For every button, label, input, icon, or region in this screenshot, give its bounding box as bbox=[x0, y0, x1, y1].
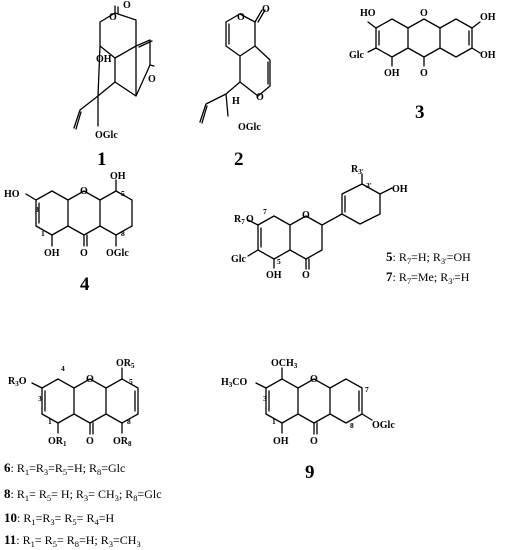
oglc-4: OGlc bbox=[106, 248, 129, 259]
hydroxyl-9: OH bbox=[273, 436, 289, 447]
hydroxyl-3b: OH bbox=[480, 12, 496, 23]
compound-1-structure: O O OH O OGlc 1 bbox=[73, 0, 156, 170]
och3-group-9: OCH3 bbox=[271, 358, 298, 370]
position-4-5: 5 bbox=[121, 189, 125, 198]
or8-group: OR8 bbox=[113, 436, 132, 448]
carbonyl-oxygen-9: O bbox=[310, 436, 318, 447]
carbonyl-oxygen-1: O bbox=[123, 0, 131, 11]
position-9-7: 7 bbox=[365, 385, 369, 394]
hydroxyl-5b: OH bbox=[266, 270, 282, 281]
substituent-line-6: 6: R1=R3=R5=H; R8=Glc bbox=[4, 460, 125, 477]
compound-label-9: 9 bbox=[305, 462, 315, 483]
compound-5-7-structure: R3' 3' OH R7 O 7 O Glc 5 OH O 5: R7=H; R… bbox=[231, 164, 471, 286]
ring-oxygen-6: O bbox=[86, 374, 94, 385]
ring-oxygen-2a: O bbox=[237, 12, 245, 23]
position-6-5: 5 bbox=[129, 377, 133, 386]
compound-label-1: 1 bbox=[97, 149, 107, 170]
position-4-8: 8 bbox=[121, 229, 125, 238]
position-9-8: 8 bbox=[350, 421, 354, 430]
position-5-5: 5 bbox=[277, 257, 281, 266]
compound-3-structure: HO O OH OH Glc OH O 3 bbox=[349, 8, 496, 123]
carbonyl-oxygen-4: O bbox=[80, 248, 88, 259]
hydroxyl-5a: OH bbox=[392, 184, 408, 195]
r7-group: R7 bbox=[234, 214, 245, 226]
carbonyl-oxygen-5: O bbox=[302, 270, 310, 281]
position-6-3: 3 bbox=[38, 394, 42, 403]
ring-oxygen-1a: O bbox=[109, 12, 117, 23]
substituent-list-6: 6: R1=R3=R5=H; R8=Glc 8: R1= R5= H; R3= … bbox=[4, 460, 162, 549]
compound-9-structure: OCH3 H3CO 3 O 7 1 8 OGlc O OH 9 bbox=[221, 358, 395, 483]
position-5-7: 7 bbox=[263, 207, 267, 216]
oglc-1: OGlc bbox=[95, 130, 118, 141]
substituent-line-10: 10: R1=R3= R5= R4=H bbox=[4, 510, 114, 527]
oglc-2: OGlc bbox=[238, 122, 261, 133]
hydroxyl-3c: OH bbox=[480, 50, 496, 61]
substituent-line-7: 7: R7=Me; R3'=H bbox=[386, 269, 470, 286]
position-6-8: 8 bbox=[127, 417, 131, 426]
position-4-1: 1 bbox=[41, 229, 45, 238]
carbonyl-oxygen-3: O bbox=[420, 68, 428, 79]
glc-3: Glc bbox=[349, 50, 365, 61]
hydroxyl-3d: OH bbox=[384, 68, 400, 79]
ring-oxygen-2b: O bbox=[256, 92, 264, 103]
position-6-4: 4 bbox=[61, 364, 65, 373]
substituent-line-5: 5: R7=H; R3'=OH bbox=[386, 249, 471, 266]
hydroxyl-1: OH bbox=[96, 54, 112, 65]
substituent-line-11: 11: R1= R5= R8=H; R3=CH3 bbox=[4, 532, 141, 549]
compound-label-4: 4 bbox=[80, 274, 90, 295]
r3o-group: R3O bbox=[8, 376, 27, 388]
ring-oxygen-5: O bbox=[302, 210, 310, 221]
hydroxyl-4c: OH bbox=[44, 248, 60, 259]
ring-oxygen-4: O bbox=[80, 186, 88, 197]
hydrogen-2: H bbox=[232, 96, 240, 107]
hydroxyl-3a: HO bbox=[360, 8, 376, 19]
position-9-3: 3 bbox=[263, 394, 267, 403]
hydroxyl-4a: HO bbox=[4, 189, 20, 200]
compound-2-structure: O O O H OGlc 2 bbox=[199, 4, 271, 170]
compound-4-structure: HO 3 O OH 5 1 O 8 OH OGlc 4 bbox=[4, 171, 133, 295]
compound-label-3: 3 bbox=[415, 102, 425, 123]
substituent-line-8: 8: R1= R5= H; R3= CH3; R8=Glc bbox=[4, 486, 162, 503]
oglc-9: OGlc bbox=[372, 420, 395, 431]
position-5-3prime: 3' bbox=[366, 181, 372, 190]
carbonyl-oxygen-2: O bbox=[262, 4, 270, 15]
position-4-3: 3 bbox=[35, 205, 39, 214]
ring-oxygen-3: O bbox=[420, 8, 428, 19]
ring-oxygen-1b: O bbox=[148, 74, 156, 85]
position-9-1: 1 bbox=[272, 417, 276, 426]
or5-group: OR5 bbox=[116, 358, 135, 370]
hydroxyl-4b: OH bbox=[110, 171, 126, 182]
glc-5: Glc bbox=[231, 254, 247, 265]
ring-oxygen-9: O bbox=[310, 374, 318, 385]
or1-group: OR1 bbox=[48, 436, 67, 448]
compound-6-structure: R3O 4 3 O OR5 5 1 8 O OR1 OR8 6: R1=R3=R… bbox=[4, 358, 162, 549]
r3-group: R3' bbox=[351, 164, 364, 176]
carbonyl-oxygen-6: O bbox=[86, 436, 94, 447]
position-6-1: 1 bbox=[48, 417, 52, 426]
compound-label-2: 2 bbox=[234, 149, 244, 170]
oxygen-5-7: O bbox=[246, 214, 254, 225]
h3co-group-9: H3CO bbox=[221, 377, 248, 389]
